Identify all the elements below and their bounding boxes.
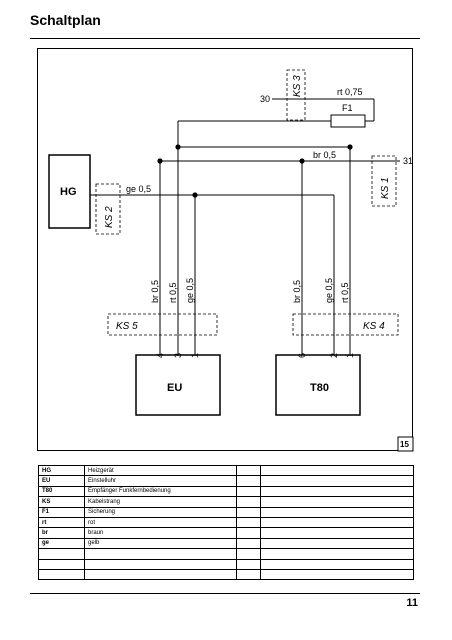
ks1-label: KS 1	[380, 177, 391, 199]
ks3-harness	[286, 69, 306, 121]
figure-number: 15	[400, 440, 409, 449]
legend-text	[84, 548, 237, 560]
ks2-harness	[95, 183, 121, 235]
legend-code	[38, 558, 85, 570]
legend-code: T80	[38, 485, 85, 498]
legend-text: Kabelstrang	[84, 496, 237, 508]
legend-code: rt	[38, 516, 85, 529]
wire-eu-br-label: br 0,5	[150, 280, 160, 303]
legend-code	[38, 568, 85, 581]
legend-code: HG	[38, 464, 85, 477]
legend-row	[38, 558, 414, 570]
wire-rt075-label: rt 0,75	[337, 87, 363, 97]
legend-text: rot	[84, 516, 237, 529]
junction-dot	[175, 144, 181, 150]
legend-text	[84, 558, 237, 570]
hg-label: HG	[60, 186, 77, 198]
diagram-frame	[37, 48, 413, 451]
legend-text: braun	[84, 527, 237, 539]
pin-eu-1: 1	[190, 353, 200, 358]
pin-t80-2: 2	[329, 353, 339, 358]
pin-t80-6: 6	[297, 353, 307, 358]
wire-eu-ge-label: ge 0,5	[185, 278, 195, 303]
ks4-harness	[292, 313, 399, 336]
wire-eu-rt-label: rt 0,5	[168, 282, 178, 303]
junction-dot	[157, 158, 163, 164]
legend-code: F1	[38, 506, 85, 518]
wire-t80-ge-label: ge 0,5	[324, 278, 334, 303]
legend-text: Empfänger Funkfernbedienung	[84, 485, 237, 498]
ks3-label: KS 3	[292, 75, 303, 97]
legend-text: Sicherung	[84, 506, 237, 518]
pin-eu-3: 3	[173, 353, 183, 358]
legend-code: KS	[38, 496, 85, 508]
header-rule	[30, 38, 420, 39]
junction-dot	[192, 192, 198, 198]
terminal-31-label: 31	[403, 156, 413, 166]
legend-row	[38, 568, 414, 581]
legend-code	[38, 548, 85, 560]
figure-number-box	[397, 436, 414, 452]
hg-box	[48, 154, 91, 229]
t80-label: T80	[310, 382, 329, 394]
junction-dot	[299, 158, 305, 164]
eu-label: EU	[167, 382, 182, 394]
legend-text: Heizgerät	[84, 464, 237, 477]
page-title: Schaltplan	[30, 12, 101, 28]
legend-text: Einstelluhr	[84, 475, 237, 487]
legend-row	[38, 548, 414, 560]
fuse-f1	[330, 114, 366, 128]
pin-eu-4: 4	[155, 353, 165, 358]
wire-t80-br-label: br 0,5	[292, 280, 302, 303]
footer-rule	[30, 593, 420, 594]
wire-t80-rt-label: rt 0,5	[340, 282, 350, 303]
junction-dot	[347, 144, 353, 150]
ks5-label: KS 5	[116, 321, 138, 332]
legend-code: EU	[38, 475, 85, 487]
legend-text: gelb	[84, 537, 237, 550]
terminal-30-label: 30	[260, 94, 270, 104]
pin-t80-1: 1	[345, 353, 355, 358]
ks4-label: KS 4	[363, 321, 385, 332]
legend-code: br	[38, 527, 85, 539]
legend-code: ge	[38, 537, 85, 550]
wire-br-top-label: br 0,5	[313, 150, 336, 160]
ks1-harness	[371, 155, 397, 207]
eu-box	[135, 354, 221, 416]
t80-box	[275, 354, 361, 416]
legend-text	[84, 568, 237, 581]
ks2-label: KS 2	[104, 206, 115, 228]
page-number: 11	[406, 597, 418, 609]
wire-ge-hg-label: ge 0,5	[126, 184, 151, 194]
fuse-f1-label: F1	[342, 103, 353, 113]
